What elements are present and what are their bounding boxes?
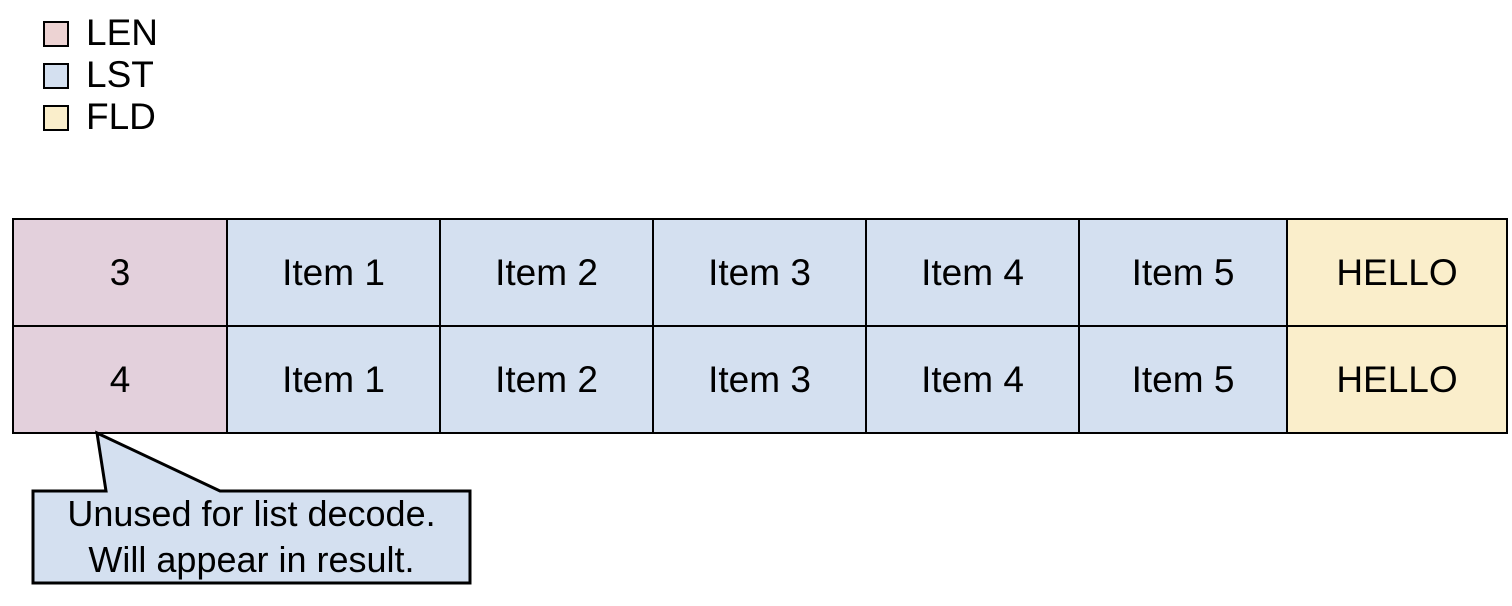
cell-lst-4-row-1: Item 4: [865, 218, 1080, 327]
cell-lst-5-row-1: Item 5: [1078, 218, 1288, 327]
cell-lst-4-row-2: Item 4: [865, 325, 1080, 434]
callout-line-2: Will appear in result.: [88, 539, 415, 580]
cell-lst-2-row-2: Item 2: [439, 325, 654, 434]
legend-label-fld: FLD: [86, 96, 156, 137]
legend-item-lst: LST: [43, 54, 154, 95]
callout-line-1: Unused for list decode.: [67, 493, 436, 534]
callout-text: Unused for list decode. Will appear in r…: [33, 491, 470, 583]
legend-item-fld: FLD: [43, 96, 156, 137]
legend-item-len: LEN: [43, 12, 158, 53]
cell-lst-2-row-1: Item 2: [439, 218, 654, 327]
cell-fld-row-2: HELLO: [1286, 325, 1508, 434]
record-layout-table: 3 Item 1 Item 2 Item 3 Item 4 Item 5 HEL…: [12, 218, 1508, 434]
cell-lst-1-row-2: Item 1: [226, 325, 441, 434]
table-row: 3 Item 1 Item 2 Item 3 Item 4 Item 5 HEL…: [12, 218, 1508, 327]
cell-lst-3-row-1: Item 3: [652, 218, 867, 327]
color-swatch-icon-lst: [43, 63, 69, 89]
cell-fld-row-1: HELLO: [1286, 218, 1508, 327]
cell-lst-3-row-2: Item 3: [652, 325, 867, 434]
legend-label-len: LEN: [86, 12, 158, 53]
table-row: 4 Item 1 Item 2 Item 3 Item 4 Item 5 HEL…: [12, 325, 1508, 434]
cell-len-row-1: 3: [12, 218, 228, 327]
cell-len-row-2: 4: [12, 325, 228, 434]
color-swatch-icon-len: [43, 21, 69, 47]
color-swatch-icon-fld: [43, 105, 69, 131]
legend-label-lst: LST: [86, 54, 154, 95]
cell-lst-1-row-1: Item 1: [226, 218, 441, 327]
cell-lst-5-row-2: Item 5: [1078, 325, 1288, 434]
